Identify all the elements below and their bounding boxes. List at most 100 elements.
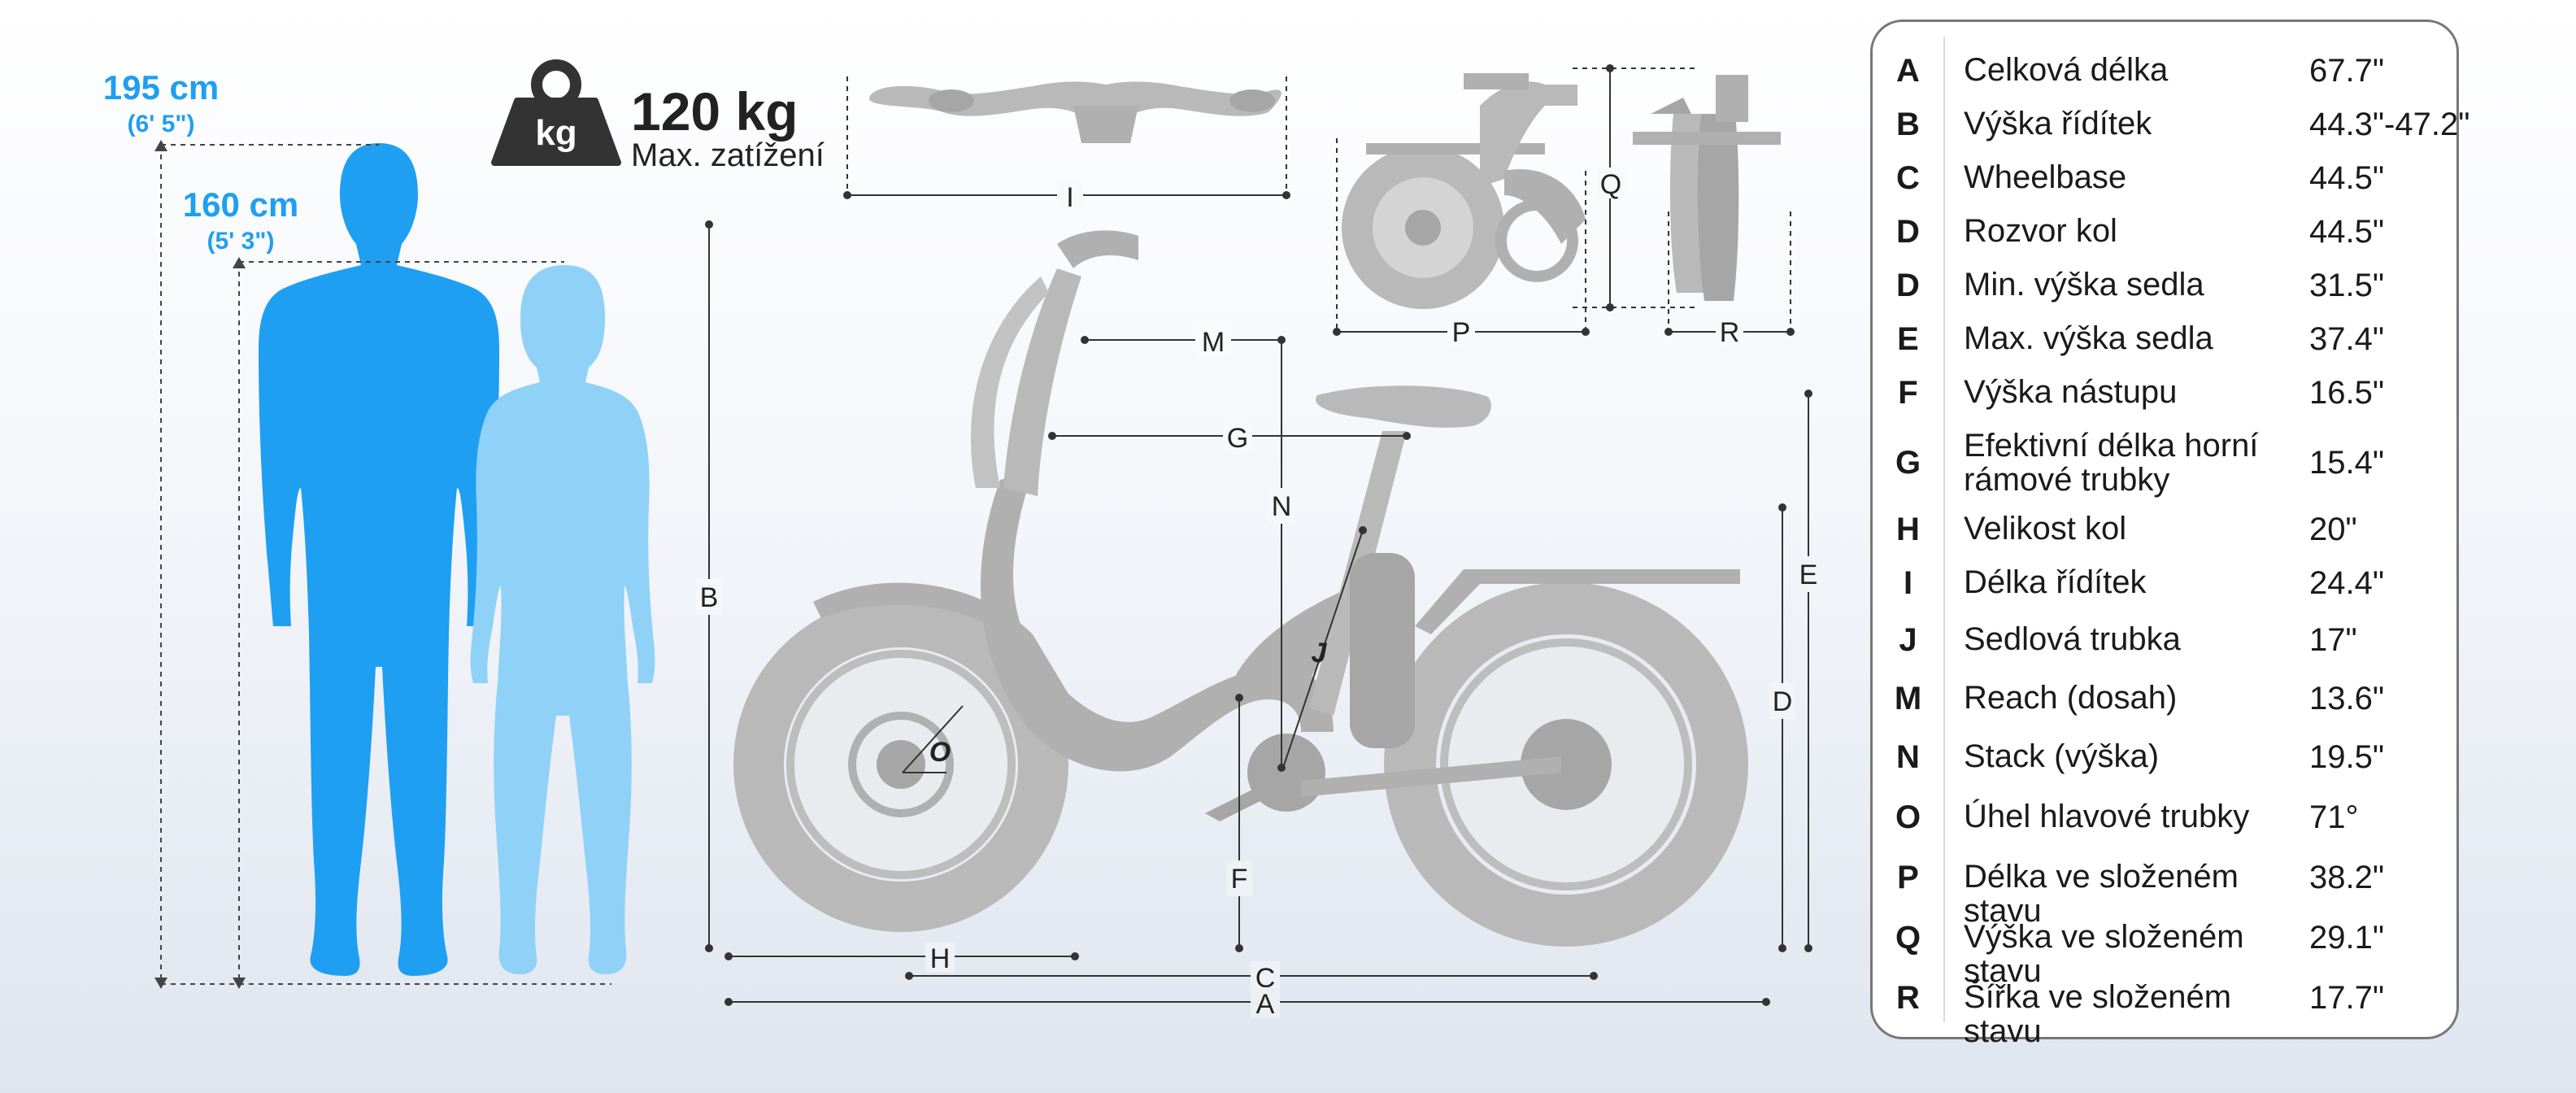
spec-value: 44.5" [2309, 160, 2385, 196]
weight-icon-text: kg [535, 113, 577, 153]
spec-value: 16.5" [2309, 375, 2385, 411]
spec-label: Šířka ve složeném stavu [1964, 979, 2232, 1049]
dim-dot [1582, 328, 1590, 336]
marker-m: M [1202, 327, 1225, 358]
spec-value: 71° [2309, 799, 2359, 835]
handlebar-top-view [869, 81, 1281, 143]
spec-letter: C [1896, 160, 1920, 196]
marker-g: G [1227, 423, 1248, 454]
max-load: kg 120 kg Max. zatížení [491, 59, 825, 173]
spec-letter: J [1899, 622, 1917, 658]
dim-dot [1282, 191, 1290, 199]
spec-value: 17" [2309, 622, 2357, 658]
marker-a: A [1256, 989, 1275, 1020]
spec-label: Max. výška sedla [1964, 320, 2213, 356]
short-person-silhouette [470, 265, 655, 974]
spec-label: Délka řídítek [1964, 564, 2147, 600]
max-load-label: Max. zatížení [631, 137, 825, 173]
spec-value: 17.7" [2309, 980, 2385, 1016]
dim-dot [843, 191, 851, 199]
rear-rack [1415, 569, 1740, 634]
spec-value: 24.4" [2309, 565, 2385, 601]
spec-value: 29.1" [2309, 920, 2385, 956]
dim-dot [1606, 303, 1614, 311]
height-arrow-tall-bottom [154, 978, 168, 989]
people-height-comparison: 195 cm (6' 5") 160 cm (5' 3") [103, 68, 655, 989]
spec-letter: R [1896, 980, 1920, 1016]
spec-value: 19.5" [2309, 739, 2385, 775]
spec-label-line1: Efektivní délka horní [1964, 428, 2259, 464]
spec-label: Reach (dosah) [1964, 680, 2178, 716]
marker-q: Q [1600, 169, 1621, 200]
marker-o: O [929, 737, 951, 768]
saddle [1316, 385, 1491, 428]
marker-r: R [1720, 317, 1740, 348]
dim-dot [1664, 328, 1673, 336]
spec-letter: Q [1895, 920, 1921, 956]
folded-side-view [1342, 73, 1586, 309]
spec-label: Stack (výška) [1964, 738, 2160, 774]
spec-value: 31.5" [2309, 268, 2385, 303]
height-arrow-tall-top [154, 140, 168, 151]
spec-letter: B [1896, 107, 1920, 142]
spec-letter: H [1896, 512, 1920, 547]
spec-letter: D [1896, 214, 1920, 250]
height-arrow-short-top [233, 257, 246, 268]
tall-height-label: 195 cm [103, 68, 219, 107]
spec-label: Min. výška sedla [1964, 267, 2204, 303]
spec-value: 44.3"-47.2" [2309, 107, 2470, 142]
main-dimension-lines [708, 224, 1809, 1003]
battery [1350, 553, 1415, 748]
spec-value: 20" [2309, 512, 2357, 547]
max-load-value: 120 kg [631, 81, 798, 142]
marker-n: N [1272, 491, 1292, 522]
spec-value: 38.2" [2309, 860, 2385, 895]
spec-letter: D [1896, 268, 1920, 303]
marker-p: P [1452, 317, 1471, 348]
dim-dot [1333, 328, 1341, 336]
marker-j: J [1312, 638, 1328, 668]
marker-b: B [700, 582, 719, 613]
dim-dot [1786, 328, 1795, 336]
spec-table: A Celková délka 67.7" B Výška řídítek 44… [1870, 20, 2469, 1048]
tall-height-imperial: (6' 5") [127, 111, 194, 137]
marker-f: F [1231, 864, 1248, 895]
bike-stem [1003, 268, 1081, 496]
spec-letter: P [1897, 860, 1919, 895]
spec-label: Wheelbase [1964, 159, 2127, 195]
spec-letter: O [1895, 799, 1921, 835]
spec-value: 13.6" [2309, 681, 2385, 716]
spec-letter: M [1894, 681, 1922, 716]
bike-handlebar [1057, 230, 1138, 268]
spec-label: Celková délka [1964, 52, 2169, 88]
rear-wheel [1384, 582, 1748, 947]
spec-label: Úhel hlavové trubky [1964, 799, 2250, 834]
spec-letter: I [1903, 565, 1913, 601]
spec-label-line2: rámové trubky [1964, 462, 2170, 498]
spec-letter: N [1896, 739, 1920, 775]
spec-letter: G [1895, 445, 1921, 481]
short-height-label: 160 cm [183, 185, 298, 224]
marker-h: H [930, 943, 951, 974]
bike-frame [981, 472, 1334, 772]
front-wheel [733, 597, 1068, 932]
marker-e: E [1799, 560, 1818, 590]
short-height-imperial: (5' 3") [207, 228, 274, 255]
spec-letter: E [1897, 321, 1919, 357]
spec-letter: A [1896, 53, 1920, 89]
height-guides [160, 144, 611, 985]
folded-front-view [1633, 75, 1781, 301]
ebike-side-view [733, 230, 1748, 947]
tall-person-silhouette [259, 143, 499, 976]
table-divider [1943, 37, 1945, 1022]
spec-label: Výška ve složeném stavu [1964, 919, 2244, 989]
marker-i: I [1066, 182, 1073, 213]
spec-value: 67.7" [2309, 53, 2385, 89]
dim-dot [1606, 64, 1614, 72]
height-arrow-short-bottom [233, 978, 246, 989]
spec-value: 15.4" [2309, 445, 2385, 481]
main-dimension-dots [705, 220, 1812, 1006]
spec-value: 44.5" [2309, 214, 2385, 250]
spec-label: Velikost kol [1964, 511, 2127, 546]
